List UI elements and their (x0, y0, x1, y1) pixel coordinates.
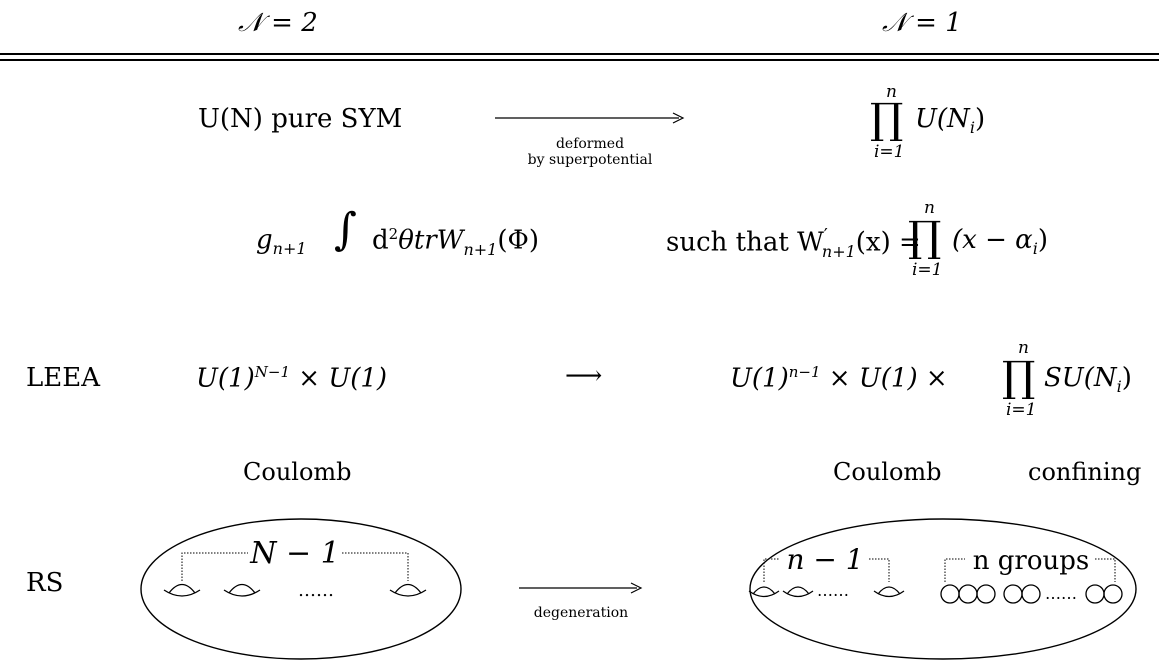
row3-label: LEEA (26, 363, 101, 393)
rs-left-bracket-left (181, 552, 248, 581)
rs-left-dots: …… (298, 580, 334, 601)
rs-left-bracket-right (342, 552, 409, 581)
row1-arrow-label-1: deformed (555, 136, 625, 152)
row1-arrow (495, 108, 685, 132)
row2-theta: θtrW (398, 225, 464, 256)
row2-close: ) (1037, 225, 1048, 255)
row4-right-confining: confining (1028, 458, 1142, 486)
row1-right-u: U(N (915, 104, 970, 134)
row2-phi: (Φ) (497, 225, 539, 256)
row5-label: RS (26, 568, 64, 598)
row3-product-group: n ∏ i=1 SU(Ni) (1000, 338, 1159, 428)
row2-d: d (372, 225, 389, 256)
row2-d-sup: 2 (388, 225, 399, 243)
rs-left-bracket-label: N − 1 (249, 536, 340, 571)
rs-right-chain-2 (1003, 584, 1041, 604)
row2-product-lower: i=1 (912, 260, 943, 280)
row3-su-sub: i (1116, 377, 1122, 397)
row2-product: ∏ (908, 212, 942, 261)
row3-product-upper: n (1018, 338, 1029, 358)
rs-right-dots-2: …… (1045, 584, 1077, 603)
row3-su: SU(N (1044, 363, 1117, 393)
row2-g-sub: n+1 (272, 239, 307, 259)
row1-arrow-svg (495, 112, 685, 124)
row3-left-sup: N−1 (254, 363, 290, 381)
row2-integral: ∫ (334, 204, 357, 255)
rs-left-handle-1 (163, 583, 201, 597)
header-rule-top (0, 53, 1159, 55)
row2-such-that: such that W (666, 227, 824, 258)
row1-product: ∏ (870, 94, 904, 143)
row5-arrow (519, 578, 643, 602)
row1-right-sub: i (969, 118, 975, 138)
row2-x-alpha: (x − α (952, 225, 1033, 255)
rs-left-handle-2 (223, 583, 261, 597)
rs-right-bracket1-left (763, 558, 779, 582)
row1-right-close: ) (974, 104, 986, 134)
rs-right-handle-1 (748, 586, 780, 598)
rs-right-bracket2-left (944, 558, 965, 582)
row3-product: ∏ (1002, 352, 1036, 401)
row1-product-lower: i=1 (874, 142, 905, 162)
rs-right-bracket2-label: n groups (973, 546, 1089, 576)
rs-left-handle-3 (389, 583, 427, 597)
row2-product-term: (x − αi) (952, 225, 1048, 258)
header-n2: 𝒩 = 2 (238, 8, 318, 38)
row5-arrow-label: degeneration (533, 605, 629, 621)
row3-product-lower: i=1 (1006, 400, 1037, 420)
row2-product-group: n ∏ i=1 (x − αi) (906, 198, 1106, 288)
row2-prime: ′ (823, 225, 828, 246)
row3-arrow: ⟶ (565, 361, 603, 391)
row1-left: U(N) pure SYM (198, 104, 403, 134)
row5-arrow-svg (519, 582, 643, 594)
row2-alpha-sub: i (1032, 239, 1038, 259)
row3-product-term: SU(Ni) (1044, 363, 1132, 396)
rs-right-bracket1-right (869, 558, 890, 582)
row1-arrow-label-2: by superpotential (527, 152, 653, 168)
row2-product-upper: n (924, 198, 935, 218)
row4-left: Coulomb (243, 458, 352, 486)
row2-middle-sub: n+1 (821, 241, 856, 261)
rs-right-chain-3 (1085, 584, 1123, 604)
row3-left: U(1)N−1 × U(1) (196, 363, 387, 394)
row3-right-u1: U(1) (730, 363, 789, 394)
row2-middle: such that W′n+1(x) = (666, 225, 921, 261)
rs-right-surface: n − 1 n groups …… …… (748, 518, 1137, 660)
rs-right-chain-1 (940, 584, 996, 604)
rs-right-handle-3 (873, 586, 905, 598)
row3-su-close: ) (1121, 363, 1132, 393)
row1-right-term: U(Ni) (915, 104, 985, 137)
row2-integrand: d2θtrWn+1(Φ) (372, 225, 539, 259)
row2-middle-end: (x) = (855, 227, 921, 258)
row2-w-sub: n+1 (463, 239, 498, 259)
header-n1: 𝒩 = 1 (882, 8, 962, 38)
row2-g: g (256, 225, 273, 255)
row1-product-upper: n (886, 82, 897, 102)
rs-right-bracket2-right (1095, 558, 1116, 582)
rs-right-dots-1: …… (817, 581, 849, 600)
row2-left: gn+1 (256, 225, 307, 258)
rs-left-outer (140, 518, 462, 660)
rs-right-bracket1-label: n − 1 (786, 543, 863, 576)
row3-left-u1: U(1) (196, 363, 255, 394)
row3-left-rest: × U(1) (290, 363, 388, 394)
row3-right-rest: × U(1) × (820, 363, 948, 394)
header-rule-bottom (0, 59, 1159, 61)
rs-right-outer (749, 518, 1137, 660)
row1-right: n ∏ i=1 U(Ni) (860, 82, 1020, 162)
row4-right-coulomb: Coulomb (833, 458, 942, 486)
rs-left-surface: N − 1 …… (140, 518, 462, 660)
rs-right-handle-2 (782, 586, 814, 598)
row3-right-sup: n−1 (788, 363, 821, 381)
row3-right: U(1)n−1 × U(1) × (730, 363, 948, 394)
